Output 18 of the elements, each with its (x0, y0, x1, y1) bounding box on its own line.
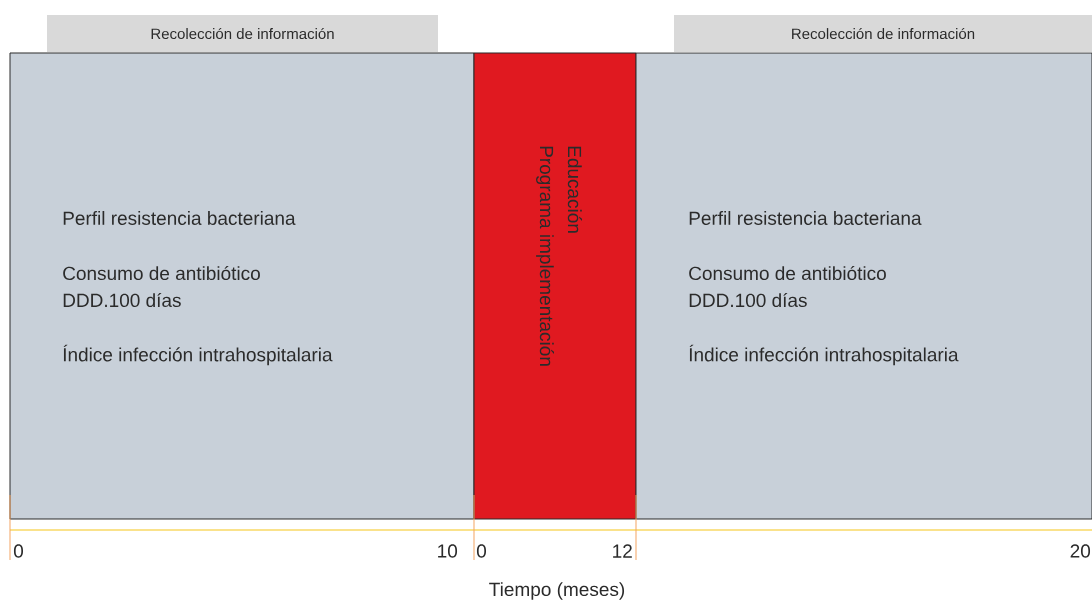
tick-label: 0 (476, 544, 487, 558)
indicator-text: DDD.100 días (63, 292, 181, 308)
axis-title: Tiempo (meses) (489, 582, 625, 600)
vertical-text: Programa implementación (536, 146, 554, 366)
header-bar: Recolección de información (674, 15, 1092, 52)
indicator-text: Consumo de antibiótico (63, 265, 260, 281)
tick-label: 12 (613, 544, 632, 558)
tick-label: 10 (438, 544, 458, 558)
indicator-text: Índice infección intrahospitalaria (689, 344, 959, 366)
tick-label: 20 (1070, 544, 1091, 558)
header-bar: Recolección de información (47, 15, 438, 52)
indicator-text: Índice infección intrahospitalaria (63, 344, 333, 366)
indicator-text: Perfil resistencia bacteriana (63, 211, 296, 225)
vertical-text: Educación (567, 146, 582, 233)
indicator-text: DDD.100 días (689, 292, 807, 308)
indicator-text: Consumo de antibiótico (689, 265, 886, 281)
tick-label: 0 (13, 544, 24, 558)
indicator-text: Perfil resistencia bacteriana (689, 211, 922, 225)
